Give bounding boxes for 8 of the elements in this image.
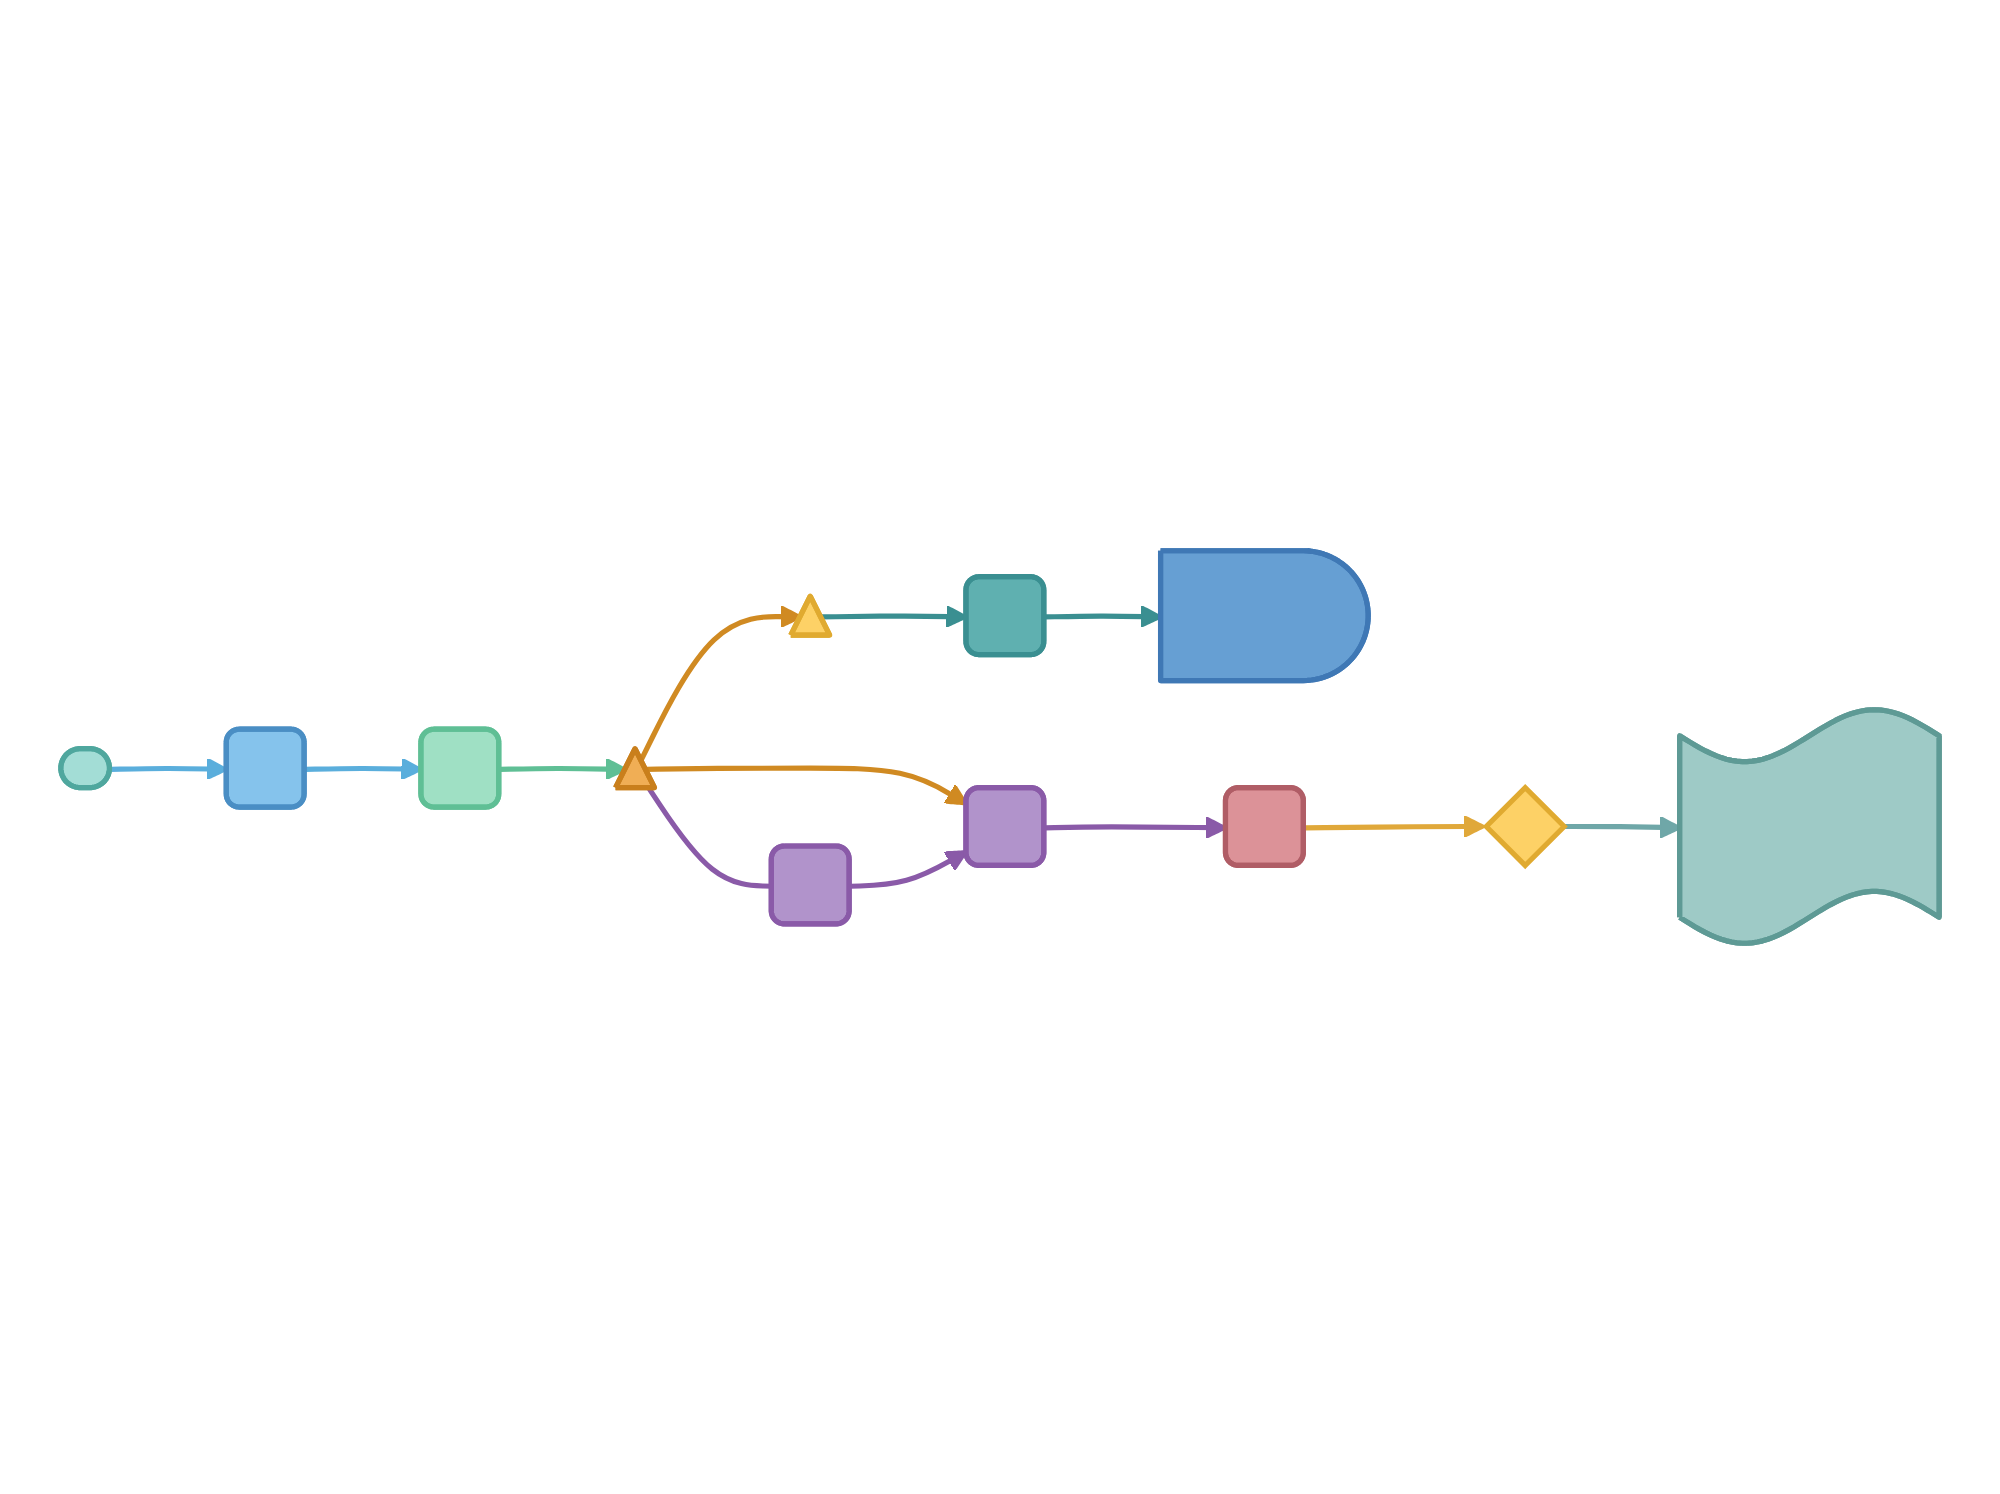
arrow: [1304, 815, 1487, 838]
connector: [647, 787, 773, 889]
node-diamond: [1482, 783, 1568, 870]
arrow: [1562, 815, 1682, 839]
arrow: [638, 605, 803, 761]
arrow: [850, 850, 969, 889]
arrow: [646, 765, 969, 806]
arrow: [500, 757, 628, 781]
